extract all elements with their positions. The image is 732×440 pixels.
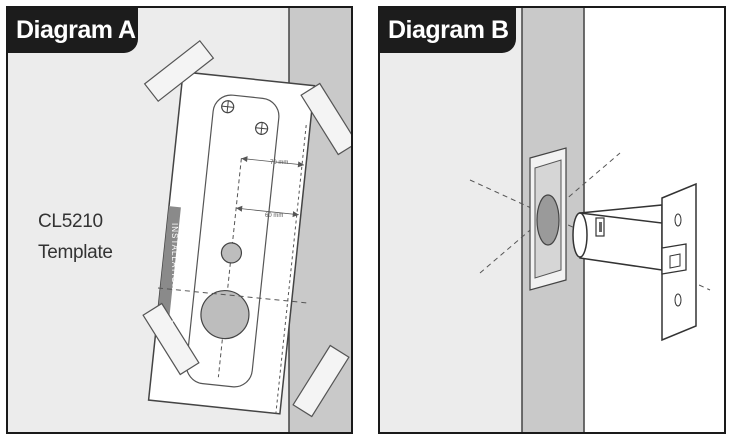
diagram-b-title: Diagram B — [380, 8, 516, 53]
template-strip-label: INSTALLATION TEMPL — [170, 223, 179, 326]
template-strip — [156, 206, 181, 327]
diagram-a-title: Diagram A — [8, 8, 138, 53]
template-label: Template — [38, 242, 113, 263]
diagram-b-illustration — [469, 8, 724, 432]
diagram-b-panel: Diagram B — [378, 6, 726, 434]
tape-icon — [292, 344, 350, 418]
template-model-label: CL5210 — [38, 211, 103, 232]
tape-icon — [142, 302, 200, 376]
dimension-label-lower: 60 mm — [265, 213, 284, 219]
tape-icon — [300, 82, 351, 156]
dimension-label-upper: 70 mm — [270, 160, 289, 166]
diagram-a-illustration — [142, 8, 351, 432]
latch-icon — [572, 182, 697, 342]
small-hole-icon — [220, 242, 243, 264]
template-sheet — [147, 71, 316, 415]
bore-hole-icon — [200, 289, 250, 340]
tape-icon — [143, 39, 215, 103]
diagram-a-panel: 70 mm 60 mm INSTALLATION TEMPL CL5210 Te… — [6, 6, 353, 434]
bore-hole-icon — [536, 194, 560, 246]
